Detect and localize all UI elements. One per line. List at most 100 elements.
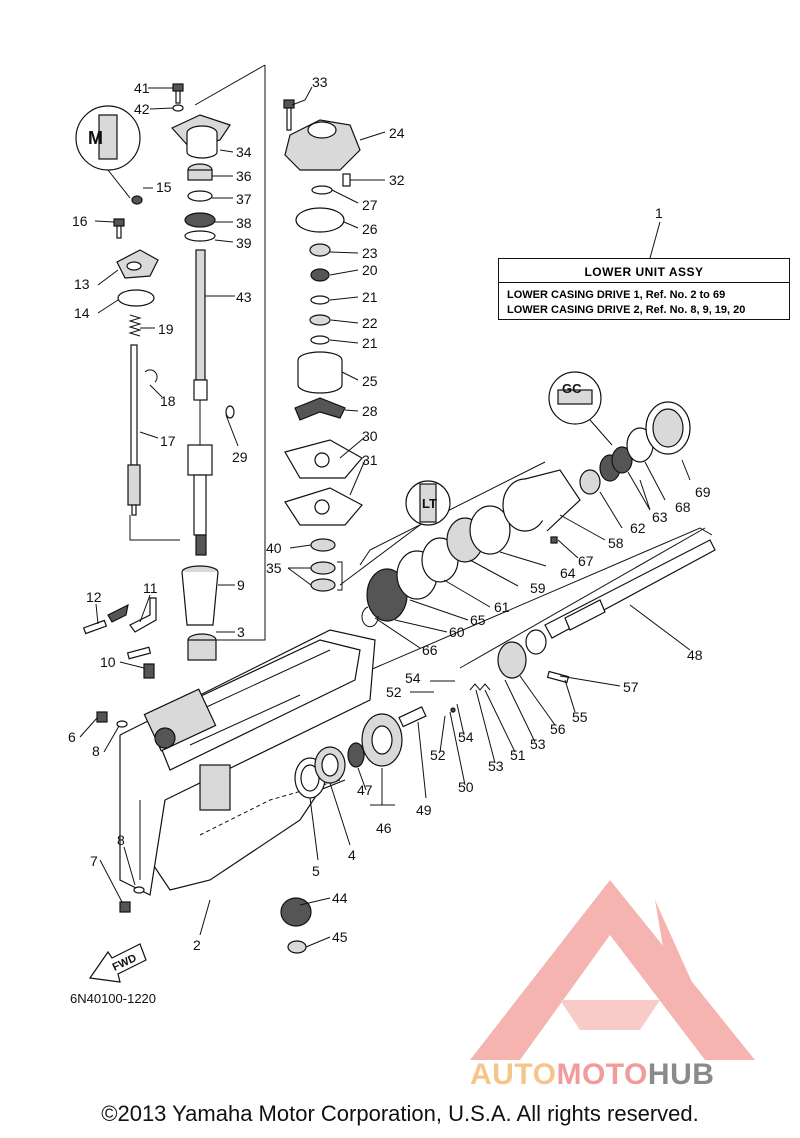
bearing-47 (347, 742, 365, 768)
callout-23: 23 (362, 245, 378, 261)
watermark-auto: AUTO (470, 1058, 557, 1091)
callout-33: 33 (312, 74, 328, 90)
pin-32 (342, 173, 351, 187)
callout-41: 41 (134, 80, 150, 96)
callout-46: 46 (376, 820, 392, 836)
callout-14: 14 (74, 305, 90, 321)
sleeve-39 (184, 230, 216, 242)
ring-20 (310, 268, 330, 282)
spring-57-coil (525, 629, 547, 655)
callout-11: 11 (143, 580, 158, 596)
nut-45 (287, 940, 307, 954)
callout-16: 16 (72, 213, 88, 229)
bearing-4 (314, 746, 346, 784)
spring-51 (469, 683, 491, 691)
bearing-housing-34 (171, 114, 231, 159)
legend-box: LOWER UNIT ASSY LOWER CASING DRIVE 1, Re… (498, 258, 790, 320)
callout-28: 28 (362, 403, 378, 419)
washer-37 (187, 190, 213, 202)
callout-32: 32 (389, 172, 405, 188)
callout-57: 57 (623, 679, 639, 695)
callout-6: 6 (68, 729, 76, 745)
callout-10: 10 (100, 654, 116, 670)
callout-29: 29 (232, 449, 248, 465)
callout-68: 68 (675, 499, 691, 515)
callout-2: 2 (193, 937, 201, 953)
cross-pin-50 (450, 707, 456, 713)
callout-30: 30 (362, 428, 378, 444)
plug-7 (119, 901, 131, 913)
legend-divider (499, 282, 789, 283)
callout-21a: 21 (362, 289, 378, 305)
bearing-3 (187, 633, 217, 661)
callout-54b: 54 (458, 729, 474, 745)
detail-circle-lubricant-1: M (75, 105, 141, 199)
wing-nut-12 (107, 603, 129, 623)
callout-34: 34 (236, 144, 252, 160)
impeller-housing (297, 351, 343, 394)
plug-6 (96, 711, 108, 723)
callout-59: 59 (530, 580, 546, 596)
callout-37: 37 (236, 191, 252, 207)
callout-62: 62 (630, 520, 646, 536)
seal-63b (611, 446, 633, 474)
callout-19: 19 (158, 321, 174, 337)
callout-52b: 52 (430, 747, 446, 763)
water-pump-housing (284, 119, 361, 171)
legend-line-2: LOWER CASING DRIVE 2, Ref. No. 8, 9, 19,… (507, 304, 746, 316)
callout-39: 39 (236, 235, 252, 251)
bearing-36 (187, 163, 213, 181)
gasket-8b (133, 886, 145, 894)
callout-1: 1 (655, 205, 663, 221)
detail-circle-lubricant-3: GC (548, 371, 613, 446)
oring-64 (469, 505, 511, 555)
lower-casing (119, 629, 376, 896)
shift-rod-housing-13 (116, 249, 159, 279)
callout-9: 9 (237, 577, 245, 593)
seal-38 (184, 212, 216, 228)
callout-31: 31 (362, 452, 378, 468)
callout-60: 60 (449, 624, 465, 640)
impeller (294, 397, 346, 421)
callout-45: 45 (332, 929, 348, 945)
ring-nut-69 (645, 401, 691, 455)
callout-7: 7 (90, 853, 98, 869)
callout-8a: 8 (92, 743, 100, 759)
callout-55: 55 (572, 709, 588, 725)
bolt-10 (143, 663, 155, 679)
callout-8b: 8 (117, 832, 125, 848)
drawing-code: 6N40100-1220 (70, 991, 157, 1006)
callout-51: 51 (510, 747, 526, 763)
callout-22: 22 (362, 315, 378, 331)
lever-11 (129, 597, 157, 633)
oring-27 (311, 185, 333, 195)
bolt-16 (113, 218, 125, 239)
circlip-66 (361, 606, 379, 628)
callout-53b: 53 (488, 758, 504, 774)
callout-21b: 21 (362, 335, 378, 351)
washer-21b (310, 335, 330, 345)
callout-42: 42 (134, 101, 150, 117)
callout-4: 4 (348, 847, 356, 863)
bearing-housing-58 (502, 469, 581, 532)
drive-shaft-43 (187, 249, 213, 556)
pinion-gear-44 (280, 897, 312, 927)
washer-21a (310, 295, 330, 305)
callout-43: 43 (236, 289, 252, 305)
shift-rod-17 (127, 344, 141, 516)
leader-lines (79, 86, 691, 948)
callout-67: 67 (578, 553, 594, 569)
callout-26: 26 (362, 221, 378, 237)
screw-10a (126, 646, 152, 660)
callout-64: 64 (560, 565, 576, 581)
svg-text:M: M (88, 128, 103, 148)
sleeve-9 (181, 565, 219, 626)
svg-text:LT: LT (422, 496, 437, 511)
callout-61: 61 (494, 599, 510, 615)
watermark-hub: HUB (647, 1058, 715, 1091)
callout-40: 40 (266, 540, 282, 556)
seal-23 (309, 243, 331, 257)
callout-49: 49 (416, 802, 432, 818)
callout-36: 36 (236, 168, 252, 184)
